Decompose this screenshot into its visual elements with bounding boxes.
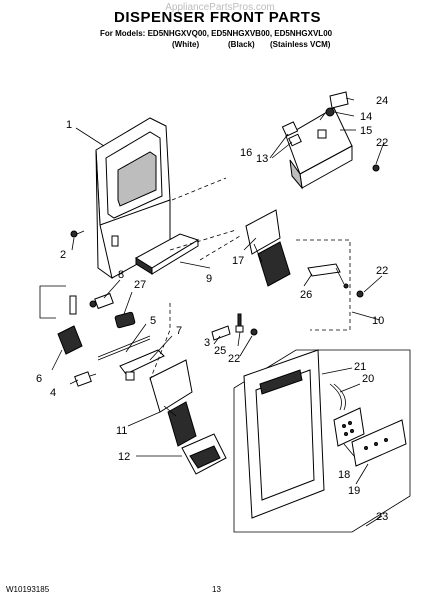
part-light-socket <box>89 292 114 310</box>
callout-21: 21 <box>354 361 366 373</box>
callout-11: 11 <box>116 425 127 437</box>
callout-10: 10 <box>372 315 384 327</box>
callout-labels: 1 2 3 4 5 6 7 8 9 10 11 12 13 14 15 16 1… <box>36 95 388 523</box>
callout-3: 3 <box>204 337 210 349</box>
part-switch-module <box>57 295 83 355</box>
page-number: 13 <box>212 585 221 594</box>
part-25 <box>235 313 244 333</box>
part-solenoid-16 <box>281 121 299 137</box>
part-solenoid-13 <box>288 133 302 147</box>
callout-27: 27 <box>134 279 146 291</box>
callout-25: 25 <box>214 345 226 357</box>
callout-4: 4 <box>50 387 56 399</box>
part-screw-22-low <box>250 328 258 336</box>
callout-26: 26 <box>300 289 312 301</box>
model-prefix: For Models: <box>100 29 146 38</box>
page-title: DISPENSER FRONT PARTS <box>114 9 321 26</box>
leader-lines <box>39 97 385 527</box>
callout-1: 1 <box>66 119 72 131</box>
assembly-dashed-lines <box>149 177 351 381</box>
watermark: AppliancePartsPros.com <box>165 2 275 13</box>
part-top-bracket <box>285 107 353 190</box>
part-ice-chute-door <box>245 209 291 287</box>
part-lever-26 <box>307 263 349 289</box>
callout-24: 24 <box>376 95 388 107</box>
callout-6: 6 <box>36 373 42 385</box>
part-bracket-7 <box>119 349 165 381</box>
part-screw-22-mid <box>356 290 364 298</box>
color-white: (White) <box>172 40 200 49</box>
callout-23: 23 <box>376 511 388 523</box>
callout-22-low: 22 <box>228 353 240 365</box>
color-black: (Black) <box>228 40 255 49</box>
part-housing-frame <box>95 117 171 279</box>
callout-20: 20 <box>362 373 374 385</box>
callout-2: 2 <box>60 249 66 261</box>
part-overlay <box>351 419 407 467</box>
callout-7: 7 <box>176 325 182 337</box>
callout-13: 13 <box>256 153 268 165</box>
part-screw-2 <box>70 230 85 238</box>
callout-22-top: 22 <box>376 137 388 149</box>
color-stainless: (Stainless VCM) <box>270 40 331 49</box>
model-numbers: ED5NHGXVQ00, ED5NHGXVB00, ED5NHGXVL00 <box>147 29 333 38</box>
callout-12: 12 <box>118 451 130 463</box>
callout-14: 14 <box>360 111 372 123</box>
part-control-board <box>333 407 365 447</box>
part-harness-20 <box>329 383 346 411</box>
part-drip-tray <box>135 233 200 275</box>
part-light-bulb <box>114 311 136 329</box>
callout-18: 18 <box>338 469 350 481</box>
part-front-panel <box>243 349 325 519</box>
part-actuator-arm <box>149 359 197 447</box>
callout-9: 9 <box>206 273 212 285</box>
part-switch-4 <box>74 371 97 387</box>
callout-16: 16 <box>240 147 252 159</box>
document-id: W10193185 <box>6 585 50 594</box>
callout-5: 5 <box>150 315 156 327</box>
callout-17: 17 <box>232 255 244 267</box>
part-3 <box>211 325 231 341</box>
part-rod <box>97 335 151 361</box>
part-screw-22-top <box>372 164 380 172</box>
part-clip-24 <box>329 91 349 109</box>
model-list: For Models: ED5NHGXVQ00, ED5NHGXVB00, ED… <box>100 29 332 38</box>
callout-8: 8 <box>118 269 124 281</box>
part-cup <box>181 433 227 475</box>
callout-15: 15 <box>360 125 372 137</box>
callout-22-mid: 22 <box>376 265 388 277</box>
callout-19: 19 <box>348 485 360 497</box>
part-23-kit-box <box>233 349 411 533</box>
